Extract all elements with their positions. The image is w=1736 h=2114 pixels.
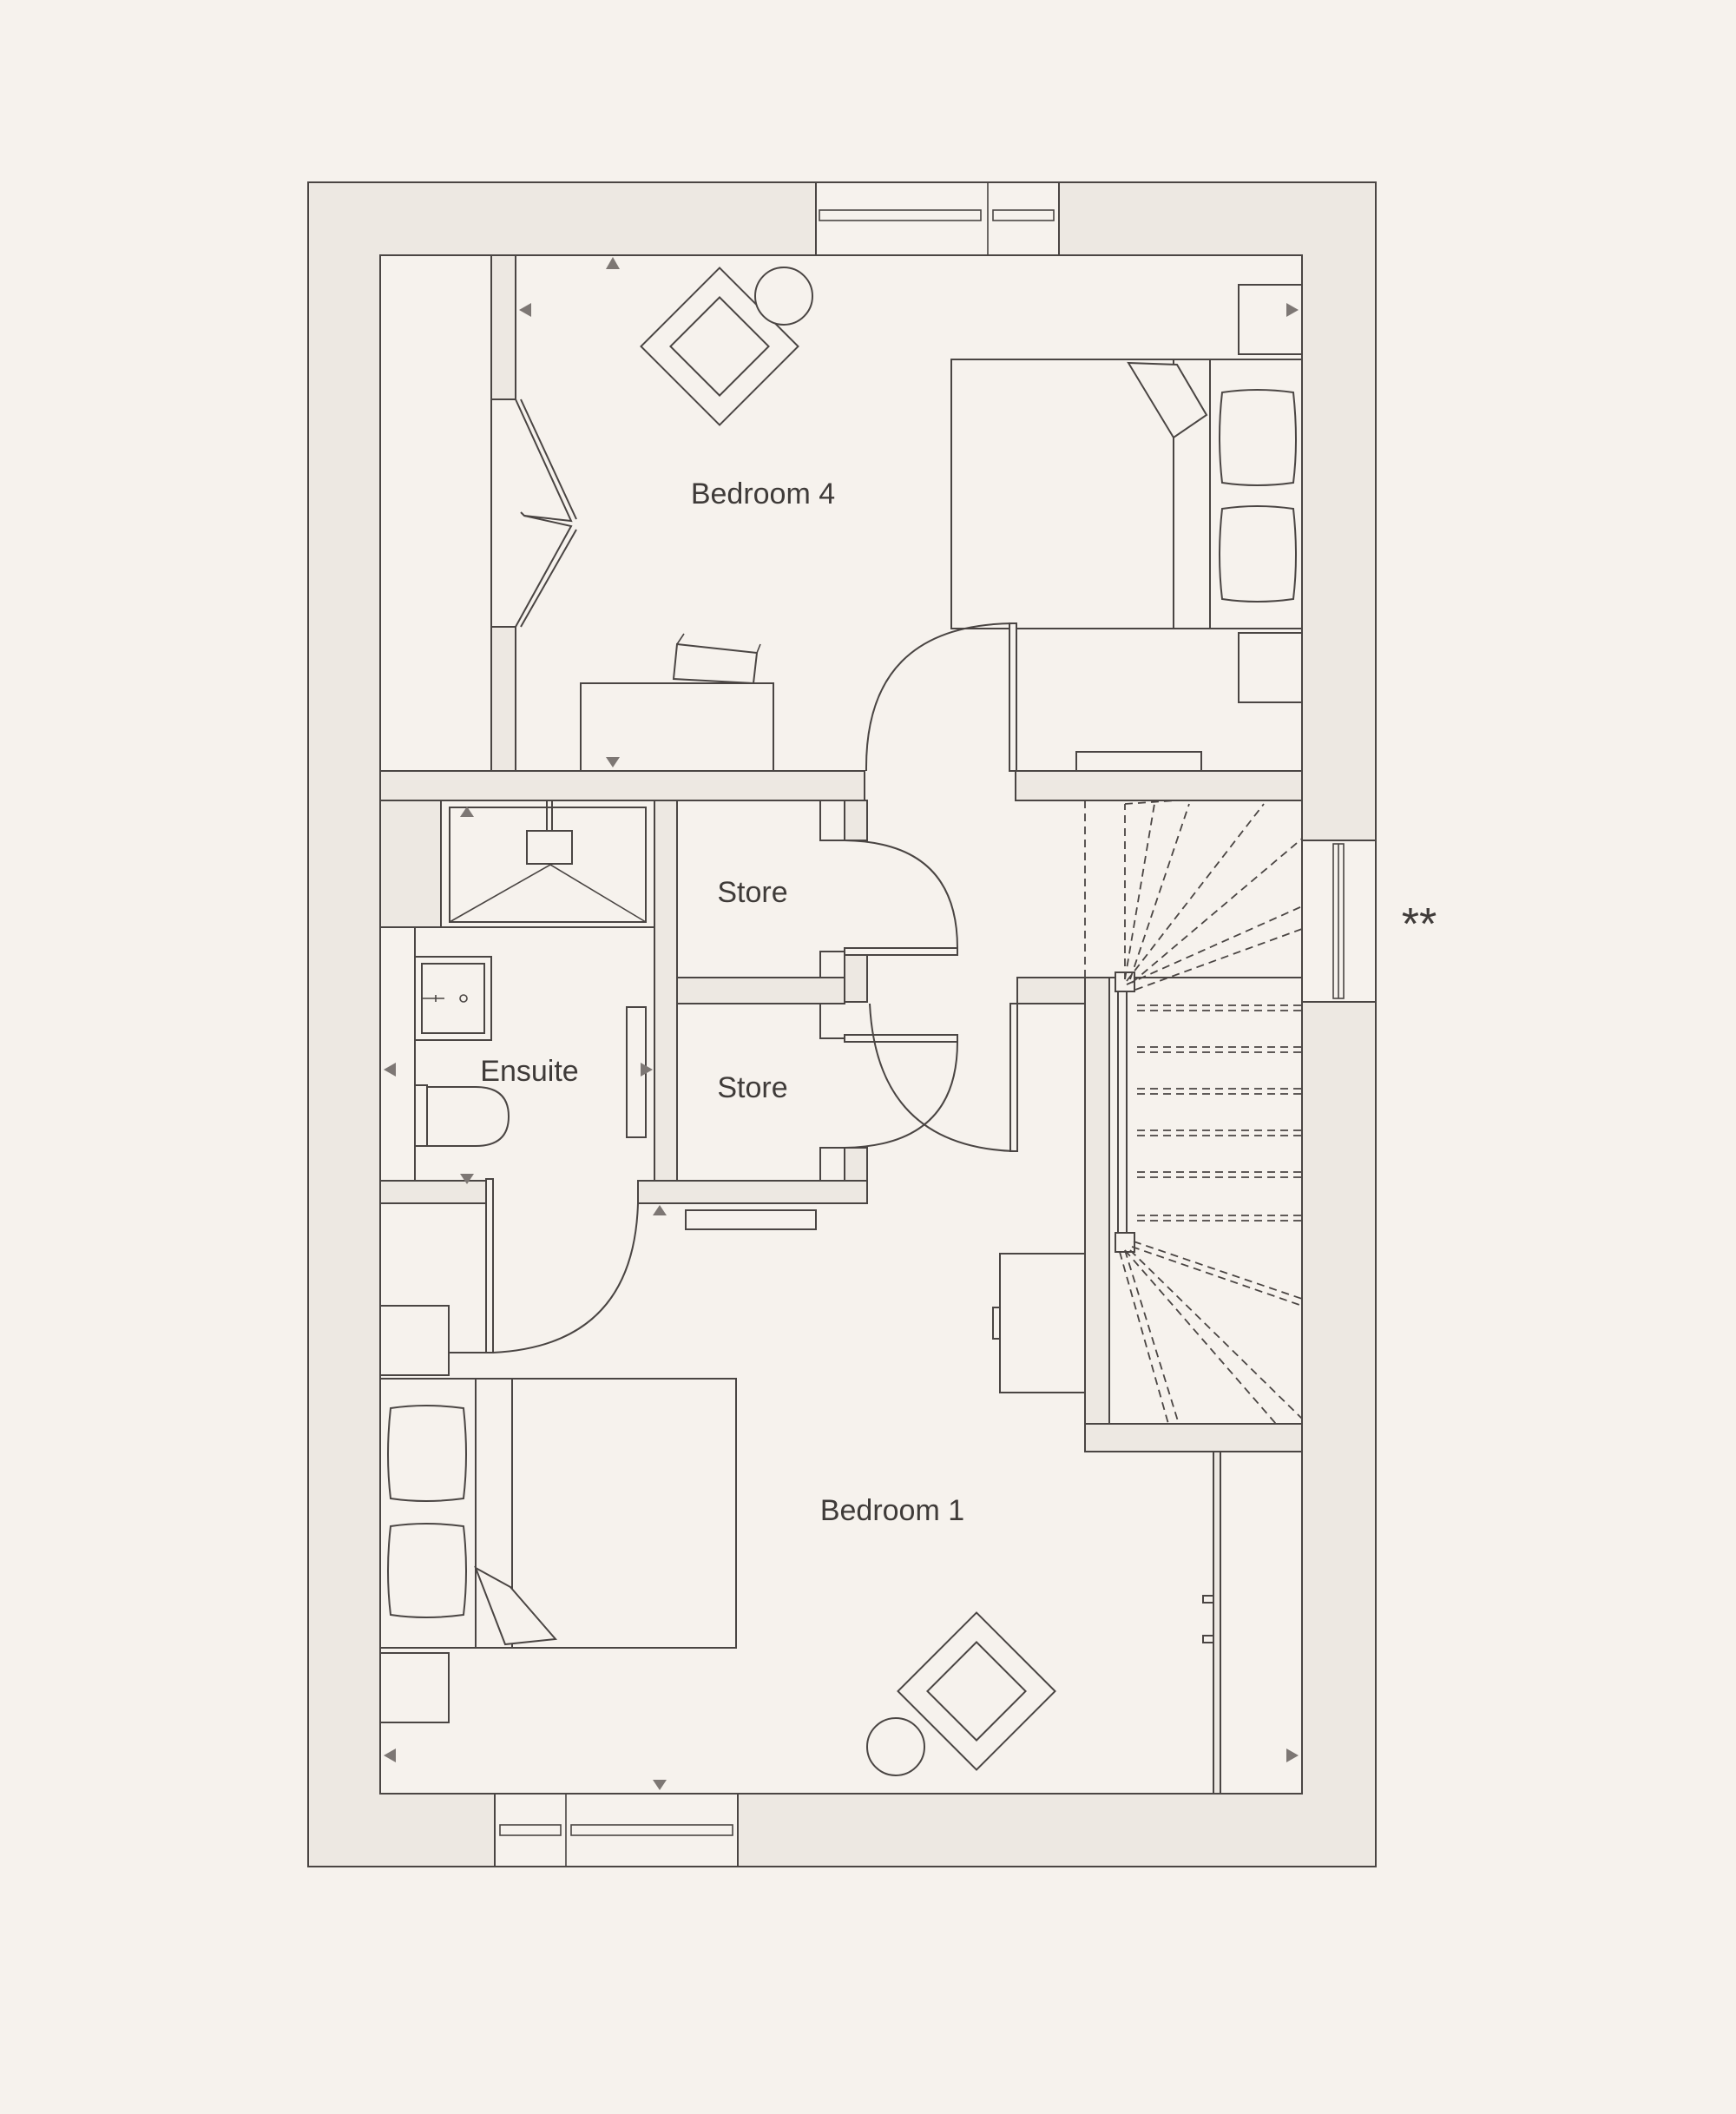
dimension-arrows <box>384 257 1299 1790</box>
door-bedroom-4 <box>865 622 1017 772</box>
store-upper-outline <box>677 800 845 978</box>
door-store-lower <box>844 1034 958 1149</box>
desk-bedroom-4 <box>580 633 774 772</box>
door-hall-stair <box>869 1003 1018 1152</box>
bedside-table-bedroom-4-top <box>1238 284 1303 355</box>
note-marker: ** <box>1402 899 1437 950</box>
room-label-bedroom-1: Bedroom 1 <box>820 1494 964 1527</box>
toilet <box>414 1084 510 1147</box>
shower-tray <box>440 800 655 928</box>
wardrobe-bedroom-1 <box>1202 1451 1303 1795</box>
bedside-table-bedroom-1-top <box>379 1305 450 1376</box>
side-table-bedroom-1 <box>866 1717 925 1776</box>
room-label-store-upper: Store <box>717 876 787 909</box>
wardrobe-bedroom-4 <box>379 254 577 772</box>
room-label-ensuite: Ensuite <box>480 1055 578 1088</box>
bed-bedroom-4 <box>950 359 1303 629</box>
basin <box>414 956 492 1041</box>
radiator-landing <box>685 1209 817 1230</box>
bed-bedroom-1 <box>379 1378 737 1649</box>
ensuite-wall-strip <box>379 926 416 1182</box>
bedside-table-bedroom-4-bottom <box>1238 632 1303 703</box>
window-top <box>815 181 1060 256</box>
window-right <box>1301 840 1377 1003</box>
store-lower-outline <box>677 1003 845 1182</box>
room-label-bedroom-4: Bedroom 4 <box>691 477 835 510</box>
door-ensuite <box>485 1178 639 1353</box>
staircase <box>1084 800 1303 1425</box>
radiator-bedroom-4 <box>1075 751 1202 772</box>
armchair-bedroom-1 <box>897 1611 1056 1771</box>
side-table-bedroom-4 <box>754 267 813 326</box>
dressing-table-bedroom-1 <box>992 1253 1086 1393</box>
window-bottom <box>494 1793 739 1867</box>
room-label-store-lower: Store <box>717 1071 787 1104</box>
door-store-upper <box>844 840 958 956</box>
bedside-table-bedroom-1-bottom <box>379 1652 450 1723</box>
